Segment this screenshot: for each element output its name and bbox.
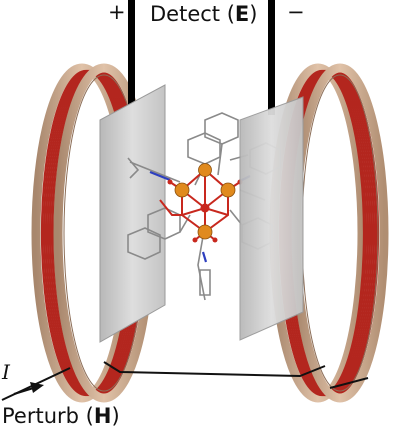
oxygen-atom bbox=[192, 237, 198, 243]
perturb-label: Perturb (H) bbox=[2, 404, 120, 428]
detect-label: Detect (E) bbox=[150, 2, 258, 26]
lead-out-wire bbox=[329, 377, 369, 389]
coil-connecting-wire bbox=[103, 361, 326, 378]
positive-terminal-label: + bbox=[108, 0, 126, 24]
magnetic-field-symbol: H bbox=[93, 404, 112, 428]
metal-atom-bottom bbox=[197, 224, 213, 240]
right-capacitor-plate bbox=[239, 96, 304, 341]
current-label: I bbox=[2, 360, 10, 384]
left-electrode-wire bbox=[128, 0, 135, 120]
right-electrode-wire bbox=[268, 0, 275, 115]
left-capacitor-plate bbox=[99, 84, 166, 343]
oxygen-atom bbox=[167, 179, 173, 185]
negative-terminal-label: − bbox=[287, 0, 305, 24]
electric-field-symbol: E bbox=[234, 2, 250, 26]
current-arrowhead bbox=[30, 382, 44, 393]
metal-atom-top bbox=[198, 163, 212, 177]
metal-atom-right bbox=[220, 182, 236, 198]
metal-atom-left bbox=[174, 182, 190, 198]
central-oxygen-atom bbox=[200, 203, 210, 213]
perturb-text: Perturb bbox=[2, 404, 79, 428]
oxygen-atom bbox=[212, 237, 218, 243]
detect-text: Detect bbox=[150, 2, 221, 26]
